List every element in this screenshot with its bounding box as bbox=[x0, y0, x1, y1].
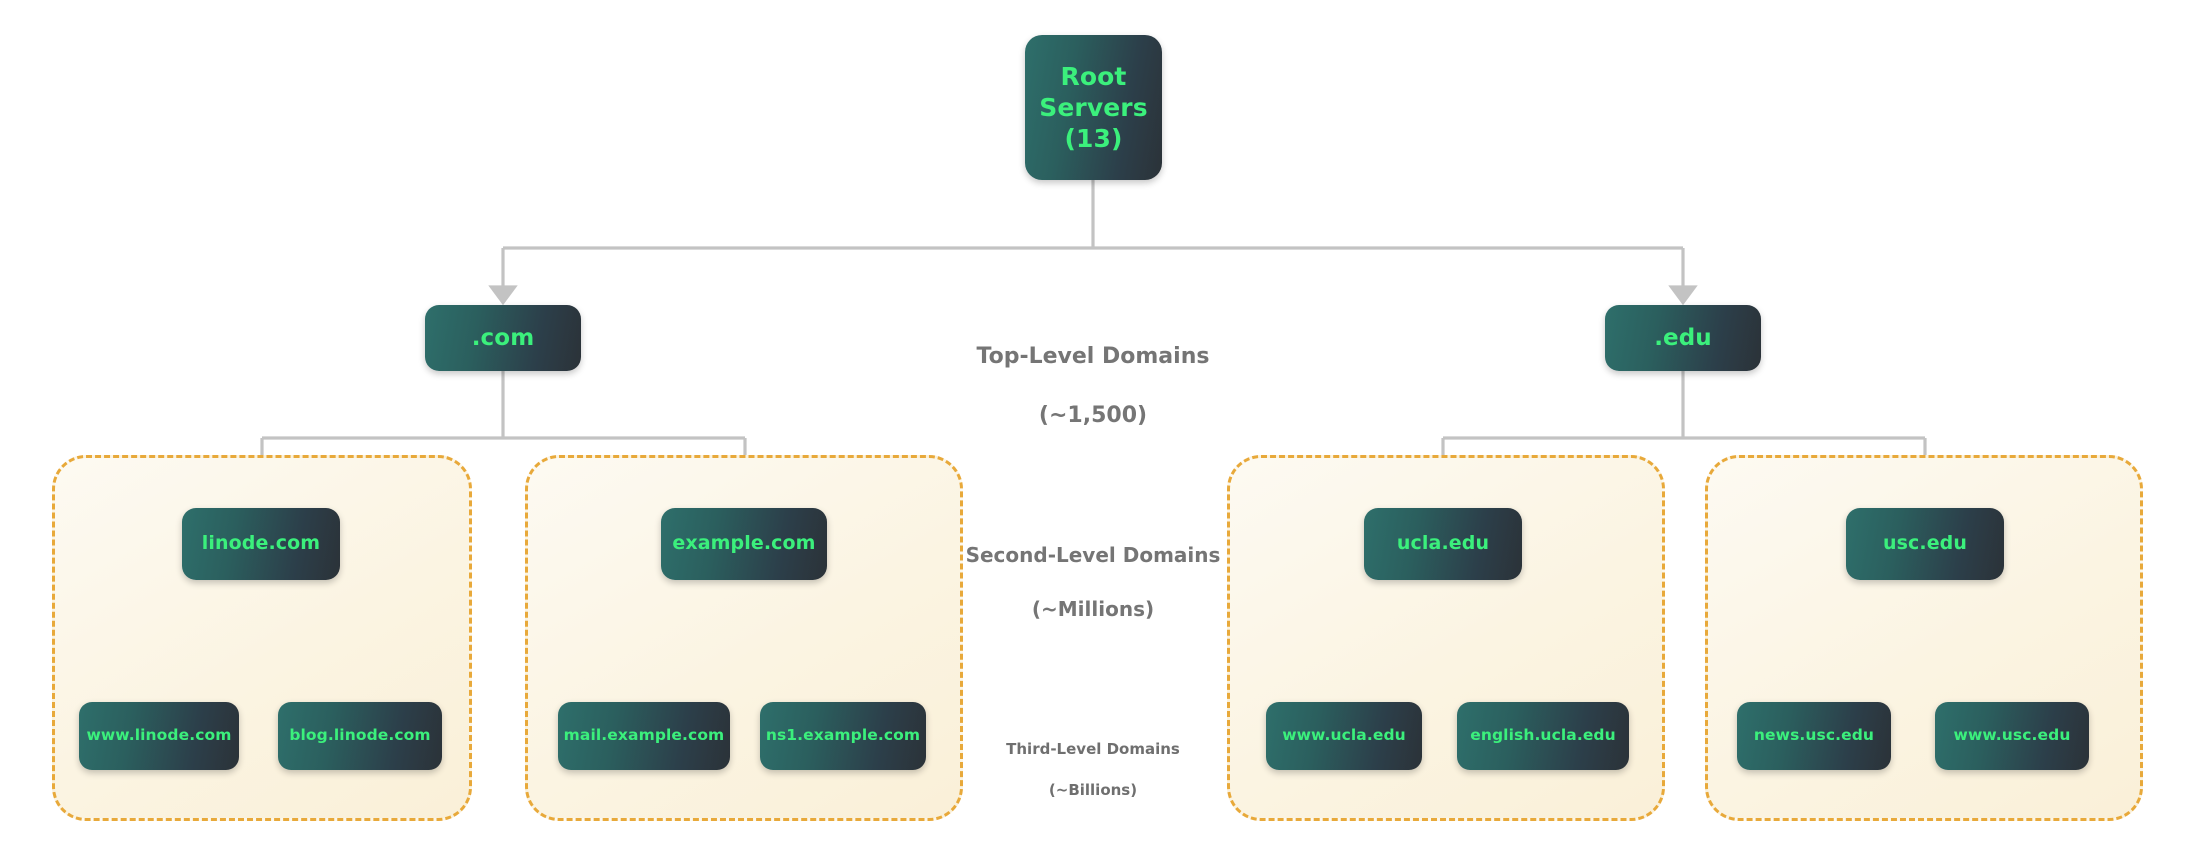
level-label-second-level: Second-Level Domains (~Millions) bbox=[913, 515, 1273, 650]
level-label-second-line1: Second-Level Domains bbox=[965, 543, 1221, 567]
node-sld-linode-com[interactable]: linode.com bbox=[182, 508, 340, 580]
node-leaf-english-ucla-edu[interactable]: english.ucla.edu bbox=[1457, 702, 1629, 770]
node-leaf-ns1-example-com[interactable]: ns1.example.com bbox=[760, 702, 926, 770]
level-label-third-line1: Third-Level Domains bbox=[1006, 740, 1180, 759]
node-tld-edu-label: .edu bbox=[1654, 324, 1712, 351]
node-root-line1: Root bbox=[1060, 62, 1127, 91]
level-label-third-line2: (~Billions) bbox=[1048, 780, 1138, 799]
level-label-second-line2: (~Millions) bbox=[1031, 597, 1155, 621]
node-sld-usc-label: usc.edu bbox=[1882, 532, 1968, 555]
node-leaf-mail-example-com[interactable]: mail.example.com bbox=[558, 702, 730, 770]
node-sld-ucla-label: ucla.edu bbox=[1396, 532, 1490, 555]
level-label-top-level: Top-Level Domains (~1,500) bbox=[913, 312, 1273, 460]
leaf-label: www.usc.edu bbox=[1953, 726, 2071, 745]
level-label-third-level: Third-Level Domains (~Billions) bbox=[933, 719, 1253, 820]
level-label-top-line1: Top-Level Domains bbox=[976, 343, 1210, 369]
leaf-label: mail.example.com bbox=[563, 726, 725, 745]
node-tld-edu[interactable]: .edu bbox=[1605, 305, 1761, 371]
node-sld-example-com[interactable]: example.com bbox=[661, 508, 827, 580]
node-tld-com[interactable]: .com bbox=[425, 305, 581, 371]
leaf-label: ns1.example.com bbox=[765, 726, 921, 745]
leaf-label: news.usc.edu bbox=[1753, 726, 1875, 745]
node-leaf-www-ucla-edu[interactable]: www.ucla.edu bbox=[1266, 702, 1422, 770]
node-leaf-blog-linode-com[interactable]: blog.linode.com bbox=[278, 702, 442, 770]
node-leaf-news-usc-edu[interactable]: news.usc.edu bbox=[1737, 702, 1891, 770]
leaf-label: www.ucla.edu bbox=[1282, 726, 1406, 745]
node-leaf-www-linode-com[interactable]: www.linode.com bbox=[79, 702, 239, 770]
node-root-line3: (13) bbox=[1064, 124, 1123, 153]
node-leaf-www-usc-edu[interactable]: www.usc.edu bbox=[1935, 702, 2089, 770]
node-root-line2: Servers bbox=[1039, 93, 1148, 122]
leaf-label: english.ucla.edu bbox=[1470, 726, 1616, 745]
node-root-servers[interactable]: Root Servers (13) bbox=[1025, 35, 1162, 180]
node-sld-linode-label: linode.com bbox=[201, 532, 321, 555]
leaf-label: www.linode.com bbox=[86, 726, 232, 745]
node-sld-usc-edu[interactable]: usc.edu bbox=[1846, 508, 2004, 580]
node-tld-com-label: .com bbox=[471, 324, 535, 351]
leaf-label: blog.linode.com bbox=[289, 726, 431, 745]
level-label-top-line2: (~1,500) bbox=[1038, 403, 1148, 429]
node-sld-ucla-edu[interactable]: ucla.edu bbox=[1364, 508, 1522, 580]
node-sld-example-label: example.com bbox=[672, 532, 816, 555]
